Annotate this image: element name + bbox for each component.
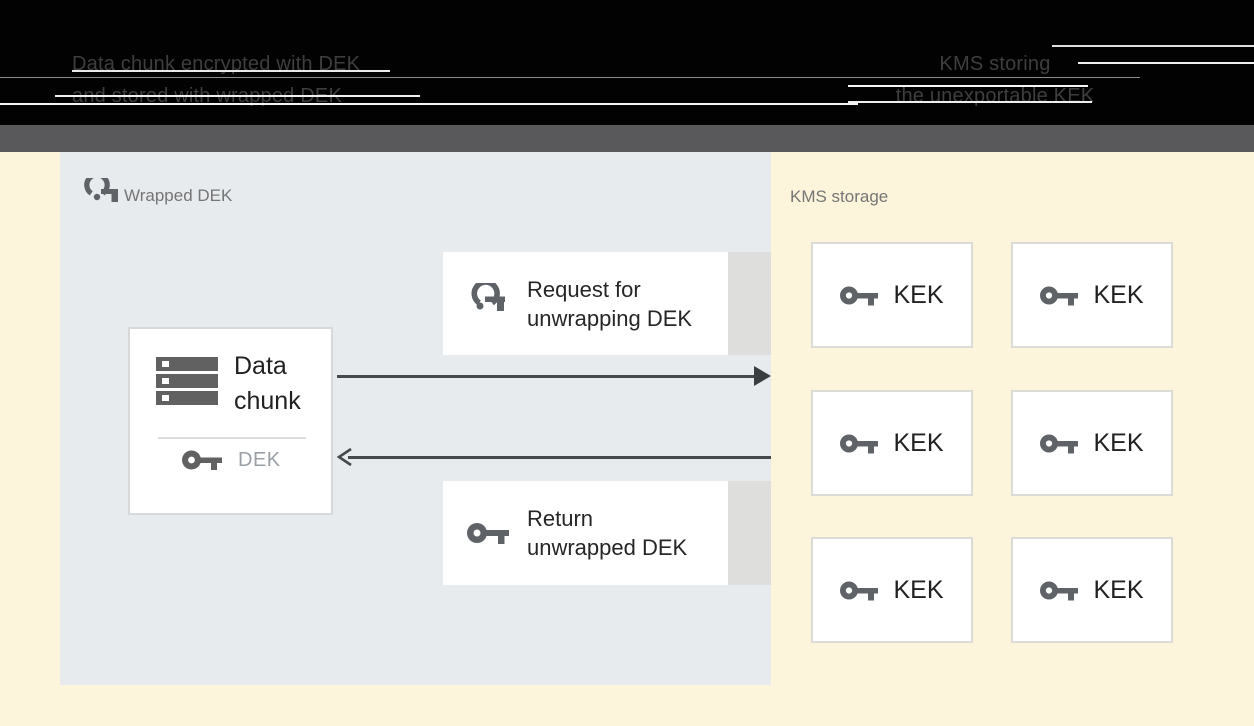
request-arrow-head-icon: [754, 366, 771, 386]
key-icon: [467, 523, 509, 544]
kek-box: KEK: [811, 537, 973, 643]
left-caption-line2: and stored with wrapped DEK: [72, 85, 342, 107]
return-box-strip: [728, 481, 771, 585]
right-caption-line2: the unexportable KEK: [895, 85, 1095, 107]
data-chunk-title-line2: chunk: [234, 387, 301, 415]
return-text-line2: unwrapped DEK: [527, 535, 688, 560]
data-chunk-title-line1: Data: [234, 352, 287, 380]
card-divider: [158, 437, 306, 439]
kek-box: KEK: [811, 390, 973, 496]
kek-box: KEK: [1011, 390, 1173, 496]
key-icon: [1040, 286, 1079, 305]
return-unwrapped-box: Return unwrapped DEK: [443, 481, 728, 585]
request-text-line1: Request for: [527, 276, 641, 302]
dek-row: DEK: [182, 447, 281, 473]
kek-label: KEK: [1093, 575, 1144, 604]
request-arrow-line: [337, 375, 756, 378]
dek-label: DEK: [238, 448, 281, 471]
storage-stack-icon: [156, 357, 218, 405]
kek-label: KEK: [893, 575, 944, 604]
key-icon: [840, 434, 879, 453]
kek-box: KEK: [811, 242, 973, 348]
left-caption-line1: Data chunk encrypted with DEK: [72, 53, 361, 75]
key-icon: [182, 450, 222, 470]
request-unwrap-text: Request for unwrapping DEK: [527, 275, 692, 333]
return-arrow-line: [348, 456, 771, 459]
request-box-strip: [728, 252, 771, 355]
kek-label: KEK: [893, 428, 944, 457]
kms-storage-label: KMS storage: [790, 187, 889, 206]
wrapped-dek-label: Wrapped DEK: [124, 186, 233, 205]
request-unwrap-inner: Request for unwrapping DEK: [443, 252, 728, 355]
left-caption: Data chunk encrypted with DEK and stored…: [72, 48, 360, 112]
kek-label: KEK: [1093, 280, 1144, 309]
request-unwrap-box: Request for unwrapping DEK: [443, 252, 728, 355]
right-caption: KMS storing the unexportable KEK: [850, 48, 1140, 112]
key-icon: [840, 286, 879, 305]
data-chunk-title: Data chunk: [234, 349, 301, 419]
key-icon: [1040, 434, 1079, 453]
wrapped-key-icon: [471, 282, 505, 311]
request-text-line2: unwrapping DEK: [527, 305, 693, 331]
data-chunk-card: Data chunk DEK: [128, 327, 333, 515]
right-caption-line1: KMS storing: [939, 53, 1051, 75]
return-text-line1: Return: [527, 506, 594, 531]
wrapped-key-icon: [84, 178, 118, 202]
header-gray-bar: [0, 125, 1254, 152]
key-icon: [840, 581, 879, 600]
kek-box: KEK: [1011, 537, 1173, 643]
return-unwrapped-text: Return unwrapped DEK: [527, 504, 687, 562]
key-icon: [1040, 581, 1079, 600]
return-arrow-head-icon: [336, 447, 352, 467]
kek-label: KEK: [893, 280, 944, 309]
kek-label: KEK: [1093, 428, 1144, 457]
return-unwrapped-inner: Return unwrapped DEK: [443, 481, 728, 585]
kek-box: KEK: [1011, 242, 1173, 348]
